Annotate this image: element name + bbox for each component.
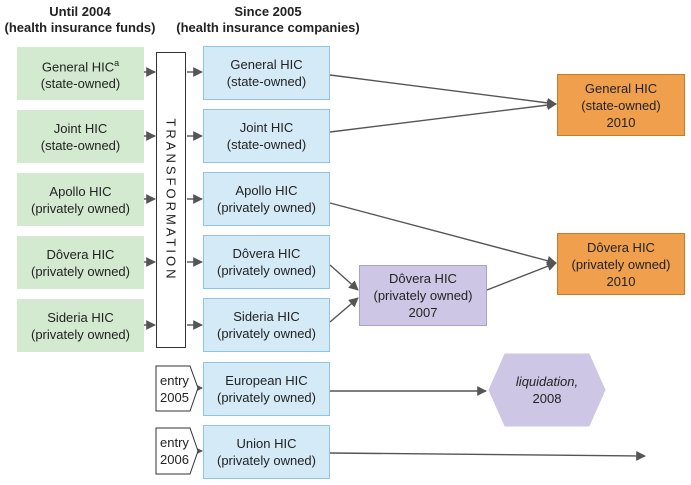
fund-joint: Joint HIC (state-owned) (17, 110, 144, 163)
company-apollo-name: Apollo HIC (235, 183, 298, 198)
company-joint: Joint HIC (state-owned) (203, 109, 330, 163)
header-until-2004-subtitle: (health insurance funds) (4, 20, 156, 35)
liquidation-year: 2008 (532, 391, 562, 406)
fund-dovera-status: (privately owned) (31, 263, 130, 279)
arrow-merger-2007-to-dovera-2010 (486, 261, 557, 291)
footnote-marker: a (114, 57, 120, 68)
merger-dovera-2010-name: Dôvera HIC (587, 239, 655, 255)
fund-sideria-name: Sideria HIC (47, 309, 114, 325)
company-european: European HIC (privately owned) (203, 362, 330, 416)
fund-apollo: Apollo HIC (privately owned) (17, 173, 144, 226)
company-european-status: (privately owned) (217, 390, 316, 405)
merger-dovera-2007-year: 2007 (408, 305, 438, 320)
liquidation-word: liquidation, (515, 374, 579, 389)
merger-dovera-2007: Dôvera HIC (privately owned) 2007 (359, 265, 487, 326)
merger-dovera-2007-name: Dôvera HIC (389, 271, 457, 286)
company-european-name: European HIC (225, 373, 308, 388)
company-general-status: (state-owned) (226, 74, 307, 89)
company-joint-status: (state-owned) (226, 137, 307, 152)
fund-dovera: Dôvera HIC (privately owned) (17, 236, 144, 289)
fund-general-name: General HICa (41, 57, 120, 75)
transformation-label: TRANSFORMATION (163, 118, 179, 282)
company-union-name: Union HIC (236, 436, 297, 451)
company-dovera: Dôvera HIC (privately owned) (203, 235, 330, 289)
fund-joint-status: (state-owned) (40, 137, 121, 153)
company-dovera-status: (privately owned) (217, 263, 316, 278)
header-until-2004: Until 2004 (health insurance funds) (0, 4, 160, 36)
merger-dovera-2007-status: (privately owned) (373, 288, 473, 303)
company-apollo-status: (privately owned) (217, 200, 316, 215)
company-union: Union HIC (privately owned) (203, 425, 330, 479)
header-since-2005-subtitle: (health insurance companies) (176, 20, 360, 35)
fund-apollo-status: (privately owned) (31, 200, 130, 216)
fund-dovera-name: Dôvera HIC (46, 246, 115, 262)
entry-2006-label: entry 2006 (160, 434, 189, 468)
arrow-sideria-to-merger-2007 (329, 297, 359, 323)
arrow-union-continues (329, 451, 646, 461)
company-dovera-name: Dôvera HIC (232, 246, 301, 261)
merger-general-2010-status: (state-owned) (581, 97, 661, 113)
arrow-dovera-to-merger-2007 (329, 264, 359, 291)
fund-joint-name: Joint HIC (53, 120, 108, 136)
arrow-joint-to-general-2010 (329, 100, 557, 133)
entry-2005-label: entry 2005 (160, 372, 189, 406)
merger-dovera-2010-year: 2010 (606, 273, 636, 289)
arrow-general-to-general-2010 (329, 74, 557, 108)
company-union-status: (privately owned) (217, 453, 316, 468)
entry-2006-shape (155, 427, 199, 475)
company-general-name: General HIC (230, 57, 303, 72)
company-sideria: Sideria HIC (privately owned) (203, 298, 330, 352)
company-sideria-status: (privately owned) (217, 326, 316, 341)
header-since-2005: Since 2005 (health insurance companies) (168, 4, 368, 36)
entry-2005-shape (155, 365, 199, 412)
arrow-apollo-to-dovera-2010 (329, 202, 557, 266)
merger-dovera-2010-status: (privately owned) (571, 256, 671, 272)
header-since-2005-title: Since 2005 (234, 4, 302, 19)
fund-apollo-name: Apollo HIC (49, 183, 112, 199)
transformation-bar: TRANSFORMATION (156, 52, 186, 348)
fund-sideria: Sideria HIC (privately owned) (17, 299, 144, 352)
entry-2006-word: entry (160, 435, 189, 450)
fund-sideria-status: (privately owned) (31, 326, 130, 342)
header-until-2004-title: Until 2004 (49, 4, 111, 19)
fund-general: General HICa (state-owned) (17, 47, 144, 100)
merger-general-2010: General HIC (state-owned) 2010 (557, 74, 685, 136)
liquidation-shape (488, 353, 606, 427)
company-sideria-name: Sideria HIC (233, 309, 300, 324)
merger-general-2010-name: General HIC (584, 80, 658, 96)
entry-2005-year: 2005 (160, 390, 189, 405)
merger-general-2010-year: 2010 (606, 114, 636, 130)
entry-2005-word: entry (160, 373, 189, 388)
liquidation-label: liquidation, 2008 (489, 354, 605, 426)
fund-general-status: (state-owned) (40, 76, 121, 92)
merger-dovera-2010: Dôvera HIC (privately owned) 2010 (557, 233, 685, 295)
entry-2006-year: 2006 (160, 452, 189, 467)
company-joint-name: Joint HIC (239, 120, 294, 135)
company-apollo: Apollo HIC (privately owned) (203, 172, 330, 226)
company-general: General HIC (state-owned) (203, 46, 330, 100)
